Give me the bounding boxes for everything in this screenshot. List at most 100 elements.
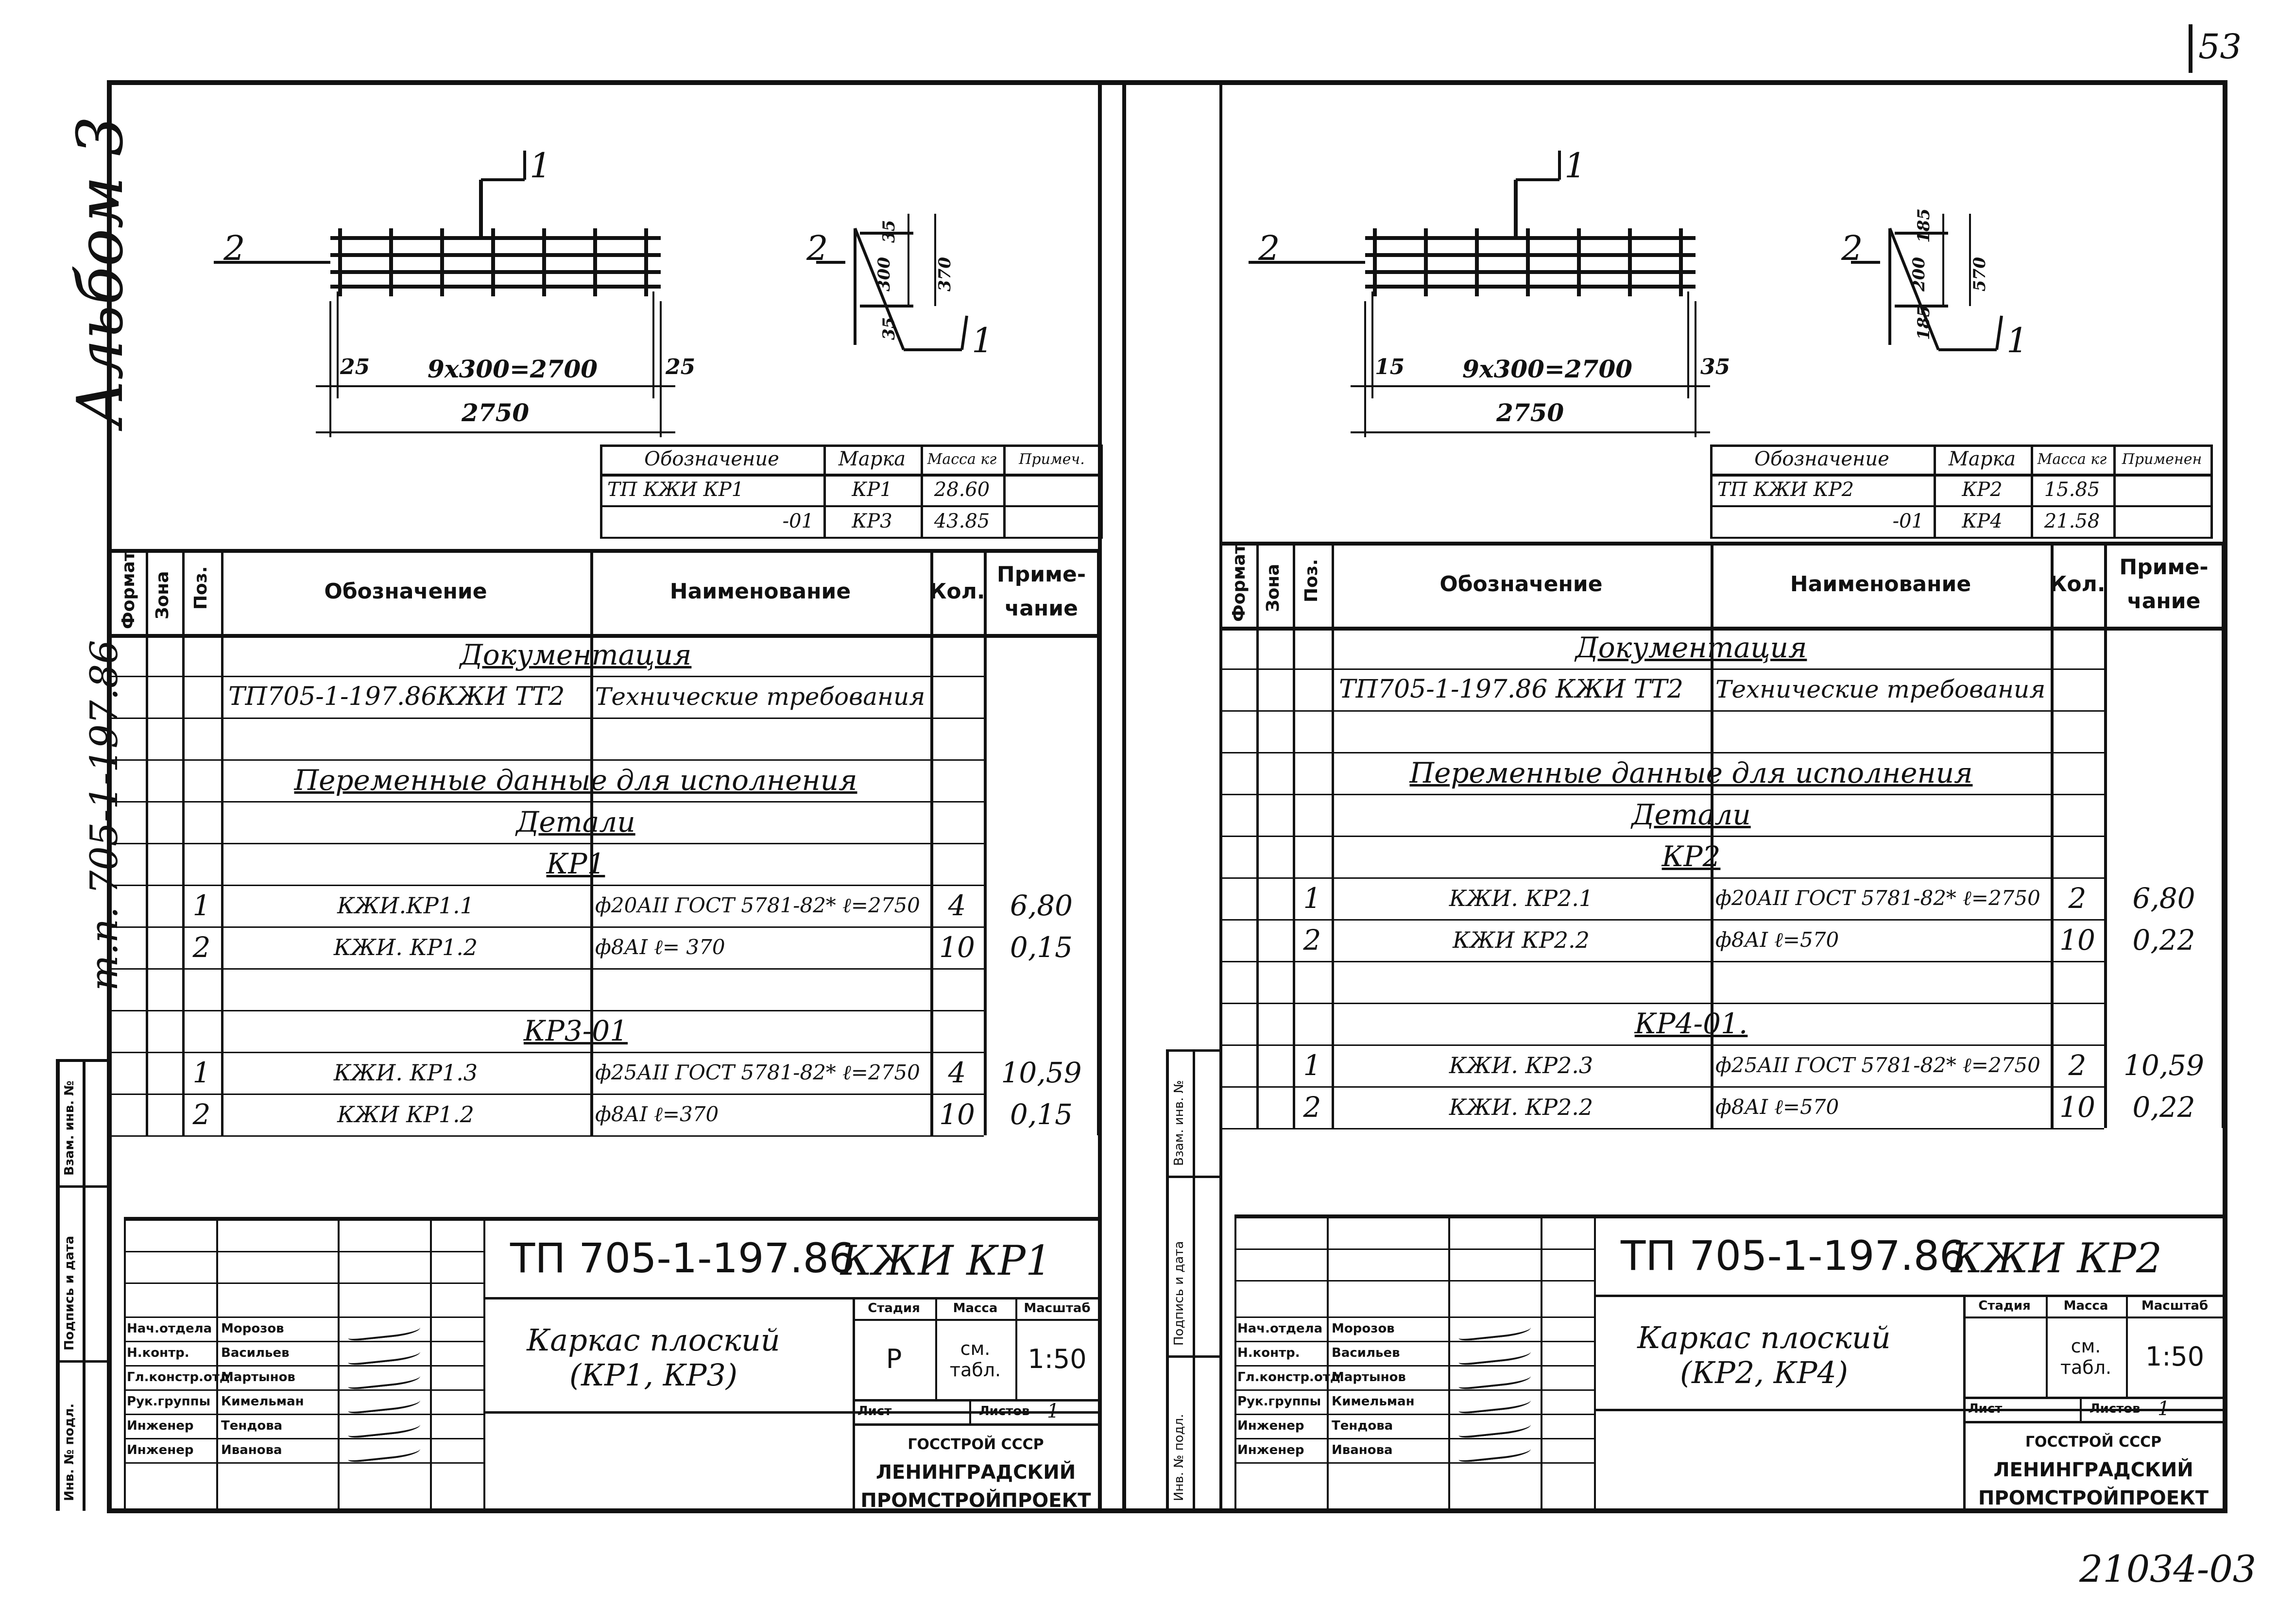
tb-staff-rule xyxy=(124,1316,483,1318)
mass-table-col xyxy=(2031,444,2033,539)
mass-table-cell: КР3 xyxy=(852,510,892,532)
dim-mid: 9x300=2700 xyxy=(428,355,598,383)
section-pos-side: 2 xyxy=(1841,228,1863,268)
tb-staff-rule xyxy=(1234,1316,1594,1318)
spec-pos: 1 xyxy=(192,889,211,922)
mass-table-rule xyxy=(1710,505,2210,507)
spec-pos: 2 xyxy=(192,931,211,964)
mass-table-cell: ТП КЖИ КР1 xyxy=(607,478,744,501)
staff-name: Тендова xyxy=(221,1419,283,1433)
spec-section-title: Документация xyxy=(1575,631,1807,664)
signature xyxy=(346,1366,421,1390)
mass-table-col xyxy=(600,444,602,539)
tb-staff-rule xyxy=(124,1414,483,1415)
tb-title-rule xyxy=(1594,1295,2224,1297)
mass-table-header: Примеч. xyxy=(1019,450,1085,468)
dim-right: 25 xyxy=(666,355,696,379)
signature xyxy=(1457,1390,1532,1415)
dim-left: 25 xyxy=(340,355,370,379)
stamp-top xyxy=(56,1059,109,1062)
staff-role: Нач.отдела xyxy=(127,1321,212,1336)
tb-box-hdr xyxy=(853,1319,1099,1321)
mass-table-header: Обозначение xyxy=(644,448,779,470)
spec-note: 10,59 xyxy=(2123,1049,2205,1082)
section-pos-bottom: 1 xyxy=(2006,321,2028,360)
spec-pos: 2 xyxy=(1303,1091,1321,1124)
tb-sheets-label: Листов xyxy=(2090,1402,2141,1416)
hdr-zone: Зона xyxy=(1263,564,1283,612)
staff-name: Иванова xyxy=(1332,1443,1393,1457)
spec-qty: 2 xyxy=(2068,1049,2087,1082)
mass-table-header: Масса кг xyxy=(927,450,997,468)
spec-col xyxy=(1293,542,1295,1128)
spec-pos: 1 xyxy=(1303,1049,1321,1082)
spec-name: ф20АII ГОСТ 5781-82* ℓ=2750 xyxy=(595,893,920,917)
hdr-format: Формат xyxy=(119,551,138,629)
spec-row-rule xyxy=(112,718,984,719)
spec-doc-designation: ТП705-1-197.86КЖИ ТТ2 xyxy=(228,682,565,711)
tb-staff-col xyxy=(1327,1214,1329,1508)
spec-section-title: Переменные данные для исполнения xyxy=(1409,756,1973,789)
spec-designation: КЖИ.КР1.1 xyxy=(337,892,474,919)
stamp2-div2 xyxy=(1166,1355,1222,1358)
spec-section-title: КР3-01 xyxy=(523,1014,628,1047)
signature xyxy=(346,1415,421,1439)
tb-org: ПРОМСТРОЙПРОЕКТ xyxy=(860,1489,1091,1512)
stamp-mid-edge xyxy=(83,1059,86,1511)
tb-box-row xyxy=(1963,1397,2224,1399)
mass-table-col xyxy=(2113,444,2116,539)
staff-name: Морозов xyxy=(1332,1321,1395,1336)
hdr-designation: Обозначение xyxy=(324,579,487,604)
title-code: ТП 705-1-197.86 xyxy=(510,1234,855,1282)
mass-table-cell xyxy=(2113,474,2210,505)
spec-qty: 2 xyxy=(2068,882,2087,915)
stamp-podpis: Подпись и дата xyxy=(62,1235,77,1350)
tb-box-col xyxy=(1015,1297,1017,1399)
hdr-name: Наименование xyxy=(1790,572,1971,597)
mass-table-cell xyxy=(2113,505,2210,537)
tb-grid xyxy=(1234,1280,1594,1282)
spec-name: ф8АI ℓ= 370 xyxy=(595,935,725,959)
tb-stage_label: Стадия xyxy=(868,1300,920,1316)
stamp2-mid-edge xyxy=(1193,1049,1195,1511)
section-pos-bottom: 1 xyxy=(972,321,993,360)
spec-row-rule xyxy=(112,801,984,803)
hdr-pos: Поз. xyxy=(191,566,211,610)
tb-sheets: 1 xyxy=(2158,1398,2170,1420)
staff-name: Мартынов xyxy=(221,1370,295,1385)
staff-role: Нач.отдела xyxy=(1237,1321,1323,1336)
spec-name: ф8АI ℓ=570 xyxy=(1715,1095,1839,1119)
staff-role: Н.контр. xyxy=(1237,1346,1300,1360)
spec-row-rule xyxy=(112,1052,984,1053)
tb-sheets: 1 xyxy=(1047,1400,1060,1422)
mass-table-cell: КР4 xyxy=(1962,510,2003,532)
tb-box-col xyxy=(2126,1295,2128,1397)
tb-staff-col xyxy=(1234,1214,1236,1508)
tb-box-left xyxy=(1963,1295,1966,1508)
tb-box-sheet xyxy=(853,1423,1099,1426)
spec-top xyxy=(112,549,1099,553)
section-dim-0: 35 xyxy=(879,220,899,243)
spec-qty: 10 xyxy=(939,1098,975,1131)
signature xyxy=(1457,1439,1532,1463)
mass-table-header: Марка xyxy=(838,448,906,470)
signature xyxy=(1457,1415,1532,1439)
spec-row-rule xyxy=(1222,961,2104,962)
mass-table-col xyxy=(1710,444,1713,539)
spec-col xyxy=(590,549,593,1135)
mass-table-col xyxy=(1934,444,1936,539)
mass-table-cell: 21.58 xyxy=(2044,510,2100,532)
mass-table-cell xyxy=(1003,474,1100,505)
spec-row-rule xyxy=(1222,919,2104,921)
stamp2-podpis: Подпись и дата xyxy=(1172,1241,1186,1346)
tb-staff-col xyxy=(1541,1214,1542,1508)
spec-section-title: Детали xyxy=(1631,798,1751,831)
spec-pos: 2 xyxy=(1303,923,1321,957)
mass-table-cell: 43.85 xyxy=(934,510,990,532)
staff-name: Морозов xyxy=(221,1321,284,1336)
tb-org: ГОССТРОЙ СССР xyxy=(908,1436,1044,1453)
spec-row-rule xyxy=(112,885,984,886)
spec-row-rule xyxy=(112,1135,984,1137)
spec-row-rule xyxy=(112,926,984,928)
tb-sheet-label: Лист xyxy=(1968,1402,2003,1416)
